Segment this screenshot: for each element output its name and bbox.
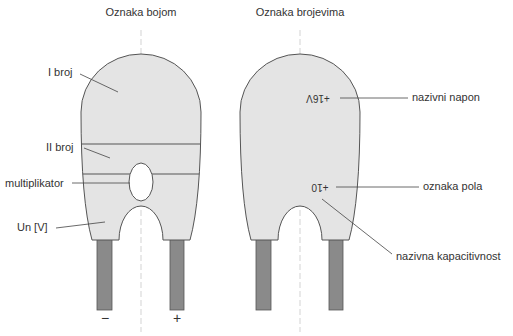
part-label: I broj — [48, 66, 72, 79]
capacitor-outline — [238, 50, 362, 312]
lead-wire — [329, 236, 343, 310]
figure-heading: Oznaka bojom — [106, 6, 177, 19]
part-label: nazivni napon — [412, 91, 480, 104]
leader-line — [72, 183, 130, 184]
lead-wire — [170, 236, 184, 310]
color-band-line — [152, 174, 204, 175]
leader-line — [56, 222, 105, 228]
voltage-marking: +16V — [306, 92, 330, 104]
color-band-line — [78, 174, 130, 175]
color-band-line — [78, 144, 204, 145]
multiplier-dot — [129, 163, 153, 201]
capacitor-body: +16V +10 — [238, 50, 362, 312]
part-label: II broj — [46, 141, 74, 154]
capacitor-body — [81, 54, 201, 240]
lead-wire — [256, 236, 271, 310]
part-label: Un [V] — [17, 221, 48, 234]
capacitance-marking: +10 — [312, 181, 329, 193]
part-label: multiplikator — [5, 177, 64, 190]
lead-wire — [97, 236, 112, 310]
figure-heading: Oznaka brojevima — [256, 6, 345, 19]
part-label: nazivna kapacitivnost — [396, 250, 501, 263]
polarity-sign: + — [173, 312, 181, 325]
leader-line — [84, 148, 110, 158]
capacitor-body-outline — [240, 54, 360, 240]
leader-line — [80, 74, 118, 92]
part-label: oznaka pola — [423, 180, 482, 193]
polarity-sign: − — [101, 312, 109, 325]
